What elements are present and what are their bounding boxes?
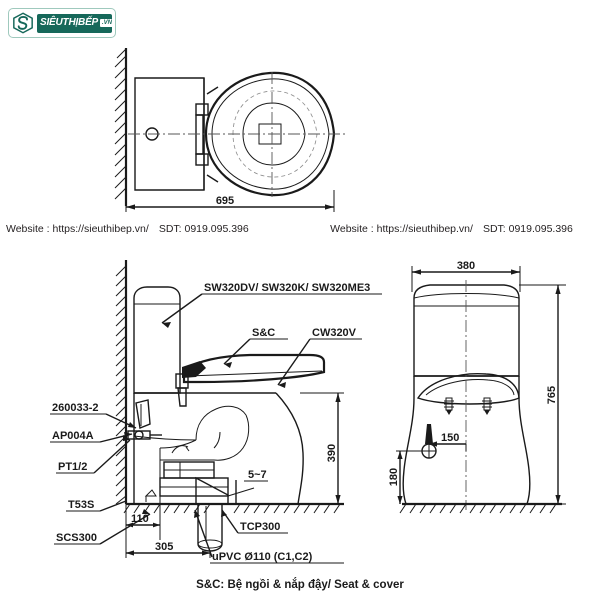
dimension-5-7: 5~7 <box>248 469 267 481</box>
label-scs300: SCS300 <box>56 532 97 544</box>
floor-hatch-front <box>399 503 557 514</box>
elevation-views-panel: 390 5~7 110 305 SW320DV/ SW320K/ SW320ME… <box>0 248 600 600</box>
bowl-left-profile <box>402 376 415 505</box>
seat-hinge-top-2 <box>195 153 209 166</box>
bowl-front-profile <box>275 392 304 505</box>
dimension-695: 695 <box>216 195 234 207</box>
wall-hatch-top <box>114 48 127 200</box>
top-view-panel: 695 <box>0 42 600 217</box>
seat-bolt-left <box>444 397 454 415</box>
contact-right-website: Website : https://sieuthibep.vn/ <box>330 223 473 235</box>
label-tcp300: TCP300 <box>240 521 280 533</box>
contact-right: Website : https://sieuthibep.vn/ SDT: 09… <box>303 219 600 239</box>
contact-right-phone: SDT: 0919.095.396 <box>482 223 573 235</box>
label-t53s: T53S <box>68 499 94 511</box>
bowl-right-profile <box>518 376 531 505</box>
contact-left-website: Website : https://sieuthibep.vn/ <box>6 223 149 235</box>
hexagon-s-icon <box>13 12 33 34</box>
dimension-150: 150 <box>441 432 459 444</box>
seat-front <box>416 373 520 405</box>
label-ap004a: AP004A <box>52 430 94 442</box>
label-260033-2: 260033-2 <box>52 402 99 414</box>
dimension-765: 765 <box>546 386 558 404</box>
label-seat-cover: S&C <box>252 327 275 339</box>
dimension-180: 180 <box>388 468 400 486</box>
brand-logo[interactable]: SIÊUTHỊBẾP .VN <box>8 8 116 38</box>
brand-logo-vn-badge: .VN <box>100 19 112 27</box>
top-view-drawing: 695 <box>114 48 345 212</box>
label-bowl-model: CW320V <box>312 327 357 339</box>
brand-logo-wordmark: SIÊUTHỊBẾP <box>40 17 99 28</box>
front-view-group: 380 <box>388 260 566 514</box>
tank-outline-side <box>133 286 181 394</box>
tank-front-outline <box>413 284 520 377</box>
contact-strip: Website : https://sieuthibep.vn/ SDT: 09… <box>0 219 600 239</box>
wall-hatch-side <box>115 265 127 505</box>
brand-logo-plate: SIÊUTHỊBẾP .VN <box>37 13 112 33</box>
dimension-390: 390 <box>326 444 338 462</box>
dimension-305: 305 <box>155 541 173 553</box>
drawing-caption: S&C: Bệ ngồi & nắp đậy/ Seat & cover <box>196 578 404 591</box>
contact-left: Website : https://sieuthibep.vn/ SDT: 09… <box>0 219 303 239</box>
label-tank-models: SW320DV/ SW320K/ SW320ME3 <box>204 282 370 294</box>
seat-hinge-top-1 <box>195 103 209 116</box>
label-pt12: PT1/2 <box>58 461 87 473</box>
seat-cover-side <box>182 353 326 384</box>
elevation-drawing: 390 5~7 110 305 SW320DV/ SW320K/ SW320ME… <box>50 260 566 591</box>
side-view-group: 390 5~7 110 305 SW320DV/ SW320K/ SW320ME… <box>50 260 382 564</box>
seat-bolt-right <box>482 397 492 415</box>
contact-left-phone: SDT: 0919.095.396 <box>158 223 249 235</box>
floor-hatch-side <box>123 503 341 514</box>
dimension-380: 380 <box>457 260 475 272</box>
label-upvc: uPVC Ø110 (C1,C2) <box>212 551 313 563</box>
